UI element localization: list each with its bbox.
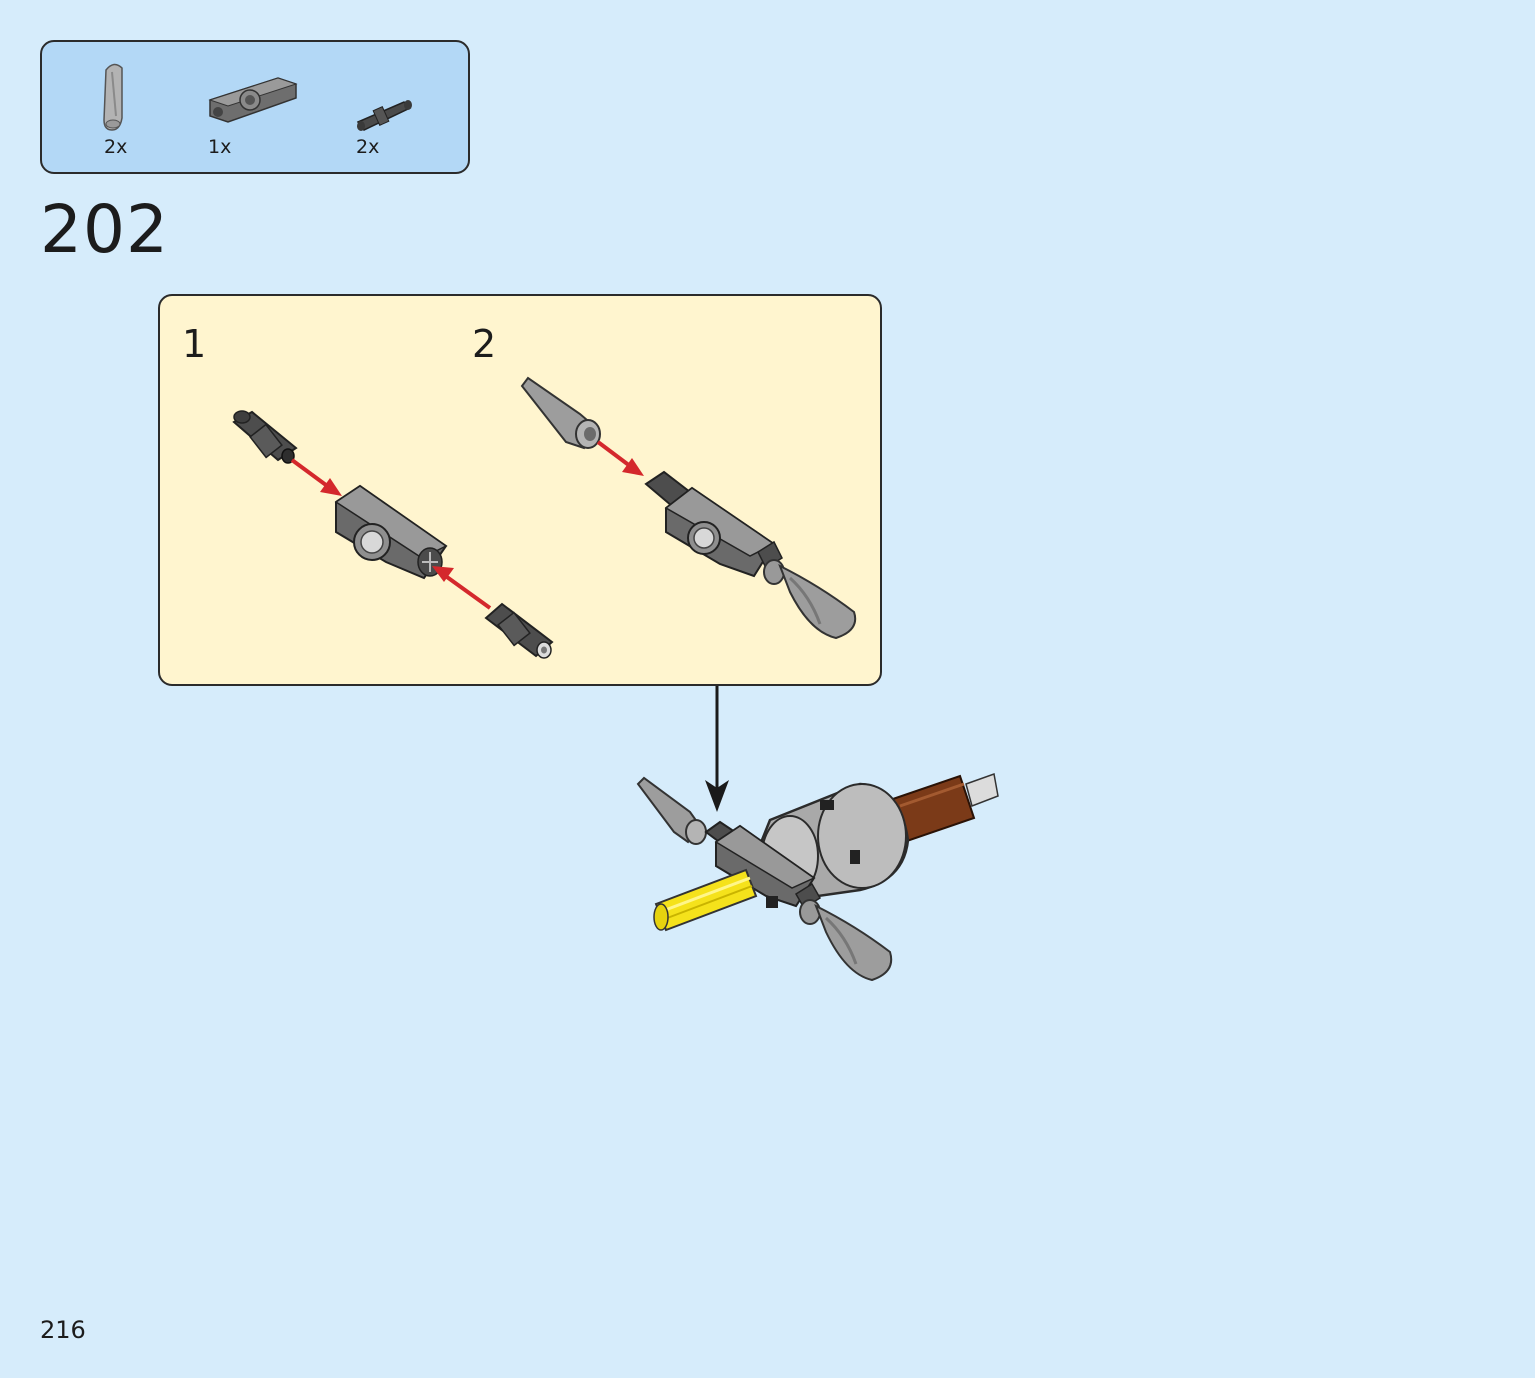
arrow-head — [622, 458, 644, 476]
arrow-head — [432, 566, 454, 582]
insert-arrow — [438, 570, 492, 610]
substep-1-illustration — [232, 410, 554, 659]
part-quantity: 1x — [208, 136, 232, 158]
part-item: 1x — [198, 60, 308, 160]
insert-arrow — [596, 440, 632, 468]
angle-connector-part — [520, 376, 601, 450]
axle-connector-part — [334, 484, 448, 580]
angle-connector-part — [636, 776, 707, 845]
friction-pin-part — [232, 410, 298, 464]
part-quantity: 2x — [356, 136, 380, 158]
callout-arrow-head — [705, 780, 729, 812]
yellow-axle-part — [653, 868, 758, 932]
angle-connector-icon — [103, 63, 123, 131]
part-item: 2x — [346, 60, 456, 160]
angle-connector-part — [799, 899, 893, 982]
substep-label: 2 — [472, 322, 497, 366]
brown-axle-part — [888, 772, 999, 844]
step-number: 202 — [40, 191, 169, 268]
assembled-connector-part — [644, 470, 857, 640]
part-quantity: 2x — [104, 136, 128, 158]
arrow-head — [320, 478, 342, 496]
axle-connector-icon — [208, 77, 298, 123]
substep-2-illustration — [520, 376, 857, 640]
insert-arrow — [290, 458, 332, 490]
page-number: 216 — [40, 1316, 86, 1344]
part-item: 2x — [84, 60, 194, 160]
sub-assembly-box: 1 2 — [158, 294, 882, 686]
friction-pin-part — [484, 602, 554, 659]
parts-list-box: 2x 1x 2x — [40, 40, 470, 174]
friction-pin-icon — [356, 100, 412, 131]
axle-connector-part — [704, 820, 822, 910]
substep-label: 1 — [182, 322, 207, 366]
